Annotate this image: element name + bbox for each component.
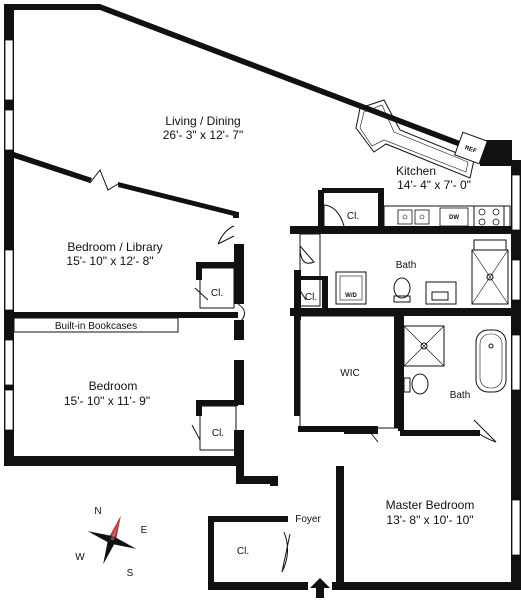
hall-bath-name: Bath — [396, 260, 417, 271]
kitchen-dims: 14'- 4" x 7'- 0" — [397, 178, 471, 192]
compass-s: S — [127, 568, 134, 579]
foyer-closet-label: Cl. — [237, 546, 249, 557]
kitchen-closet-label: Cl. — [347, 211, 359, 222]
interior-walls — [8, 152, 512, 586]
living-dining-dims: 26'- 3" x 12'- 7" — [163, 128, 243, 142]
bedroom-name: Bedroom — [89, 379, 138, 393]
entry-arrow-icon — [310, 578, 330, 598]
foyer-name: Foyer — [295, 514, 321, 525]
ref-label: REF — [464, 145, 478, 155]
compass-n: N — [94, 506, 101, 517]
bedroom-library-name: Bedroom / Library — [67, 240, 162, 254]
master-bedroom-name: Master Bedroom — [386, 498, 475, 512]
wd-label: W/D — [345, 293, 357, 299]
bookcases-label: Built-in Bookcases — [55, 321, 137, 332]
compass-rose-icon — [87, 515, 137, 565]
hall-bath-closet-label: Cl. — [305, 292, 317, 303]
master-bath-name: Bath — [450, 390, 471, 401]
bedroom-closet-label: Cl. — [212, 428, 224, 439]
wic-name: WIC — [340, 368, 359, 379]
master-bedroom-dims: 13'- 8" x 10'- 10" — [386, 513, 473, 527]
bedroom-dims: 15'- 10" x 11'- 9" — [64, 394, 150, 408]
compass-w: W — [75, 552, 85, 563]
kitchen-fixtures — [355, 99, 511, 229]
bedroom-library-closet-label: Cl. — [211, 288, 223, 299]
bath-fixtures — [335, 239, 509, 395]
kitchen-name: Kitchen — [396, 164, 436, 178]
doors — [89, 168, 497, 573]
windows — [4, 39, 521, 556]
living-dining-name: Living / Dining — [165, 114, 240, 128]
compass-e: E — [141, 525, 148, 536]
bookcases-bar — [13, 317, 179, 333]
dw-label: DW — [449, 215, 459, 221]
bedroom-library-dims: 15'- 10" x 12'- 8" — [66, 254, 153, 268]
